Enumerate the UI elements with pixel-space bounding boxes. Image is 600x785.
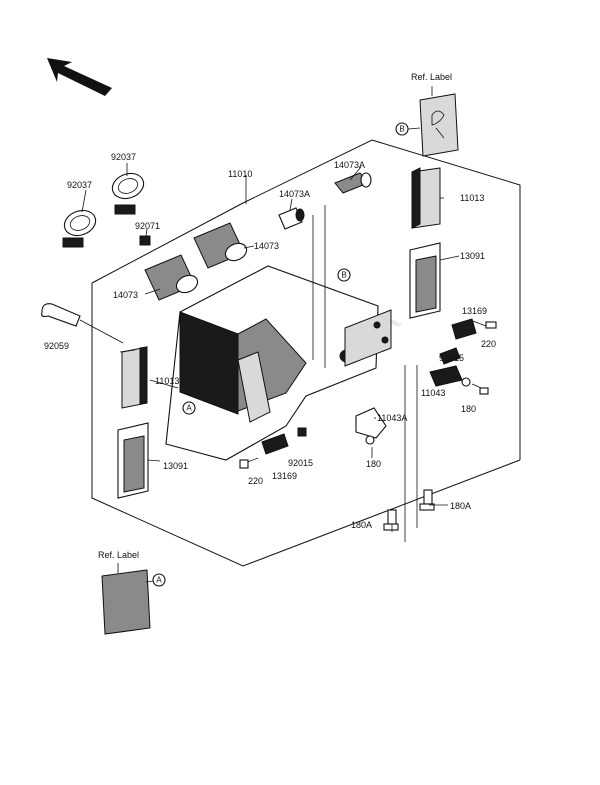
svg-text:B: B	[341, 271, 346, 280]
bolt-180A-left	[383, 509, 399, 531]
filter-cover-11013-right	[411, 167, 441, 229]
bolt-220-bottom	[239, 457, 259, 469]
ref-label-bottom: Ref. Label A	[98, 550, 166, 635]
marker-a-box: A	[182, 401, 196, 415]
label-14073A-mid: 14073A	[279, 189, 310, 199]
label-11043: 11043	[421, 388, 445, 398]
svg-text:B: B	[399, 125, 404, 134]
ref-label-top-sticker	[419, 93, 459, 157]
label-180-right: 180	[461, 404, 476, 414]
label-11013-right: 11013	[460, 193, 484, 203]
marker-b-box: B	[337, 268, 351, 282]
cap-14073A-mid	[278, 207, 305, 230]
grommet-92015-bottom	[297, 427, 307, 437]
ref-label-top: Ref. Label B	[395, 72, 459, 157]
label-180-mid: 180	[366, 459, 381, 469]
bolt-92071	[139, 235, 151, 246]
filter-element-13091-right	[409, 242, 441, 319]
bracket-13169-right	[451, 318, 497, 340]
label-11010: 11010	[228, 169, 252, 179]
cap-14073A-top	[334, 172, 372, 194]
label-92015-right: 92015	[439, 353, 464, 363]
label-92015-bottom: 92015	[288, 458, 313, 468]
label-14073-left: 14073	[113, 290, 138, 300]
label-180A-right: 180A	[450, 501, 471, 511]
svg-text:A: A	[156, 576, 162, 585]
label-13091-left: 13091	[163, 461, 188, 471]
bracket-11043A	[355, 407, 387, 445]
filter-element-13091-left	[117, 422, 149, 499]
assembly-outline	[91, 139, 521, 567]
label-14073-right: 14073	[254, 241, 279, 251]
label-180A-left: 180A	[351, 520, 372, 530]
label-220-right: 220	[481, 339, 496, 349]
bracket-11043	[429, 365, 489, 395]
intake-duct-left	[144, 254, 199, 301]
filter-cover-11013-left	[121, 346, 148, 409]
bracket-13169-bottom	[261, 433, 289, 455]
drain-hose	[41, 303, 124, 344]
label-92059: 92059	[44, 341, 69, 351]
ref-label-bottom-sticker	[101, 569, 151, 635]
label-13169-bottom: 13169	[272, 471, 297, 481]
ref-label-top-title: Ref. Label	[411, 72, 452, 82]
label-13091-right: 13091	[460, 251, 485, 261]
label-11013-left: 11013	[155, 376, 179, 386]
direction-arrow-icon	[47, 58, 112, 96]
label-92037-left: 92037	[67, 180, 92, 190]
leader-lines	[81, 163, 460, 542]
label-14073A-top: 14073A	[334, 160, 365, 170]
ref-label-bottom-title: Ref. Label	[98, 550, 139, 560]
hose-clamp-left	[62, 209, 97, 248]
marker-a-ref	[152, 573, 166, 587]
label-13169-right: 13169	[462, 306, 487, 316]
svg-text:A: A	[186, 404, 192, 413]
intake-duct-right	[193, 222, 248, 269]
hose-clamp-top	[111, 172, 145, 215]
label-220-bottom: 220	[248, 476, 263, 486]
label-11043A: 11043A	[377, 413, 407, 423]
grommet-92015-right	[439, 347, 461, 365]
label-92071: 92071	[135, 221, 160, 231]
bolt-180A-right	[419, 489, 435, 511]
label-92037-top: 92037	[111, 152, 136, 162]
